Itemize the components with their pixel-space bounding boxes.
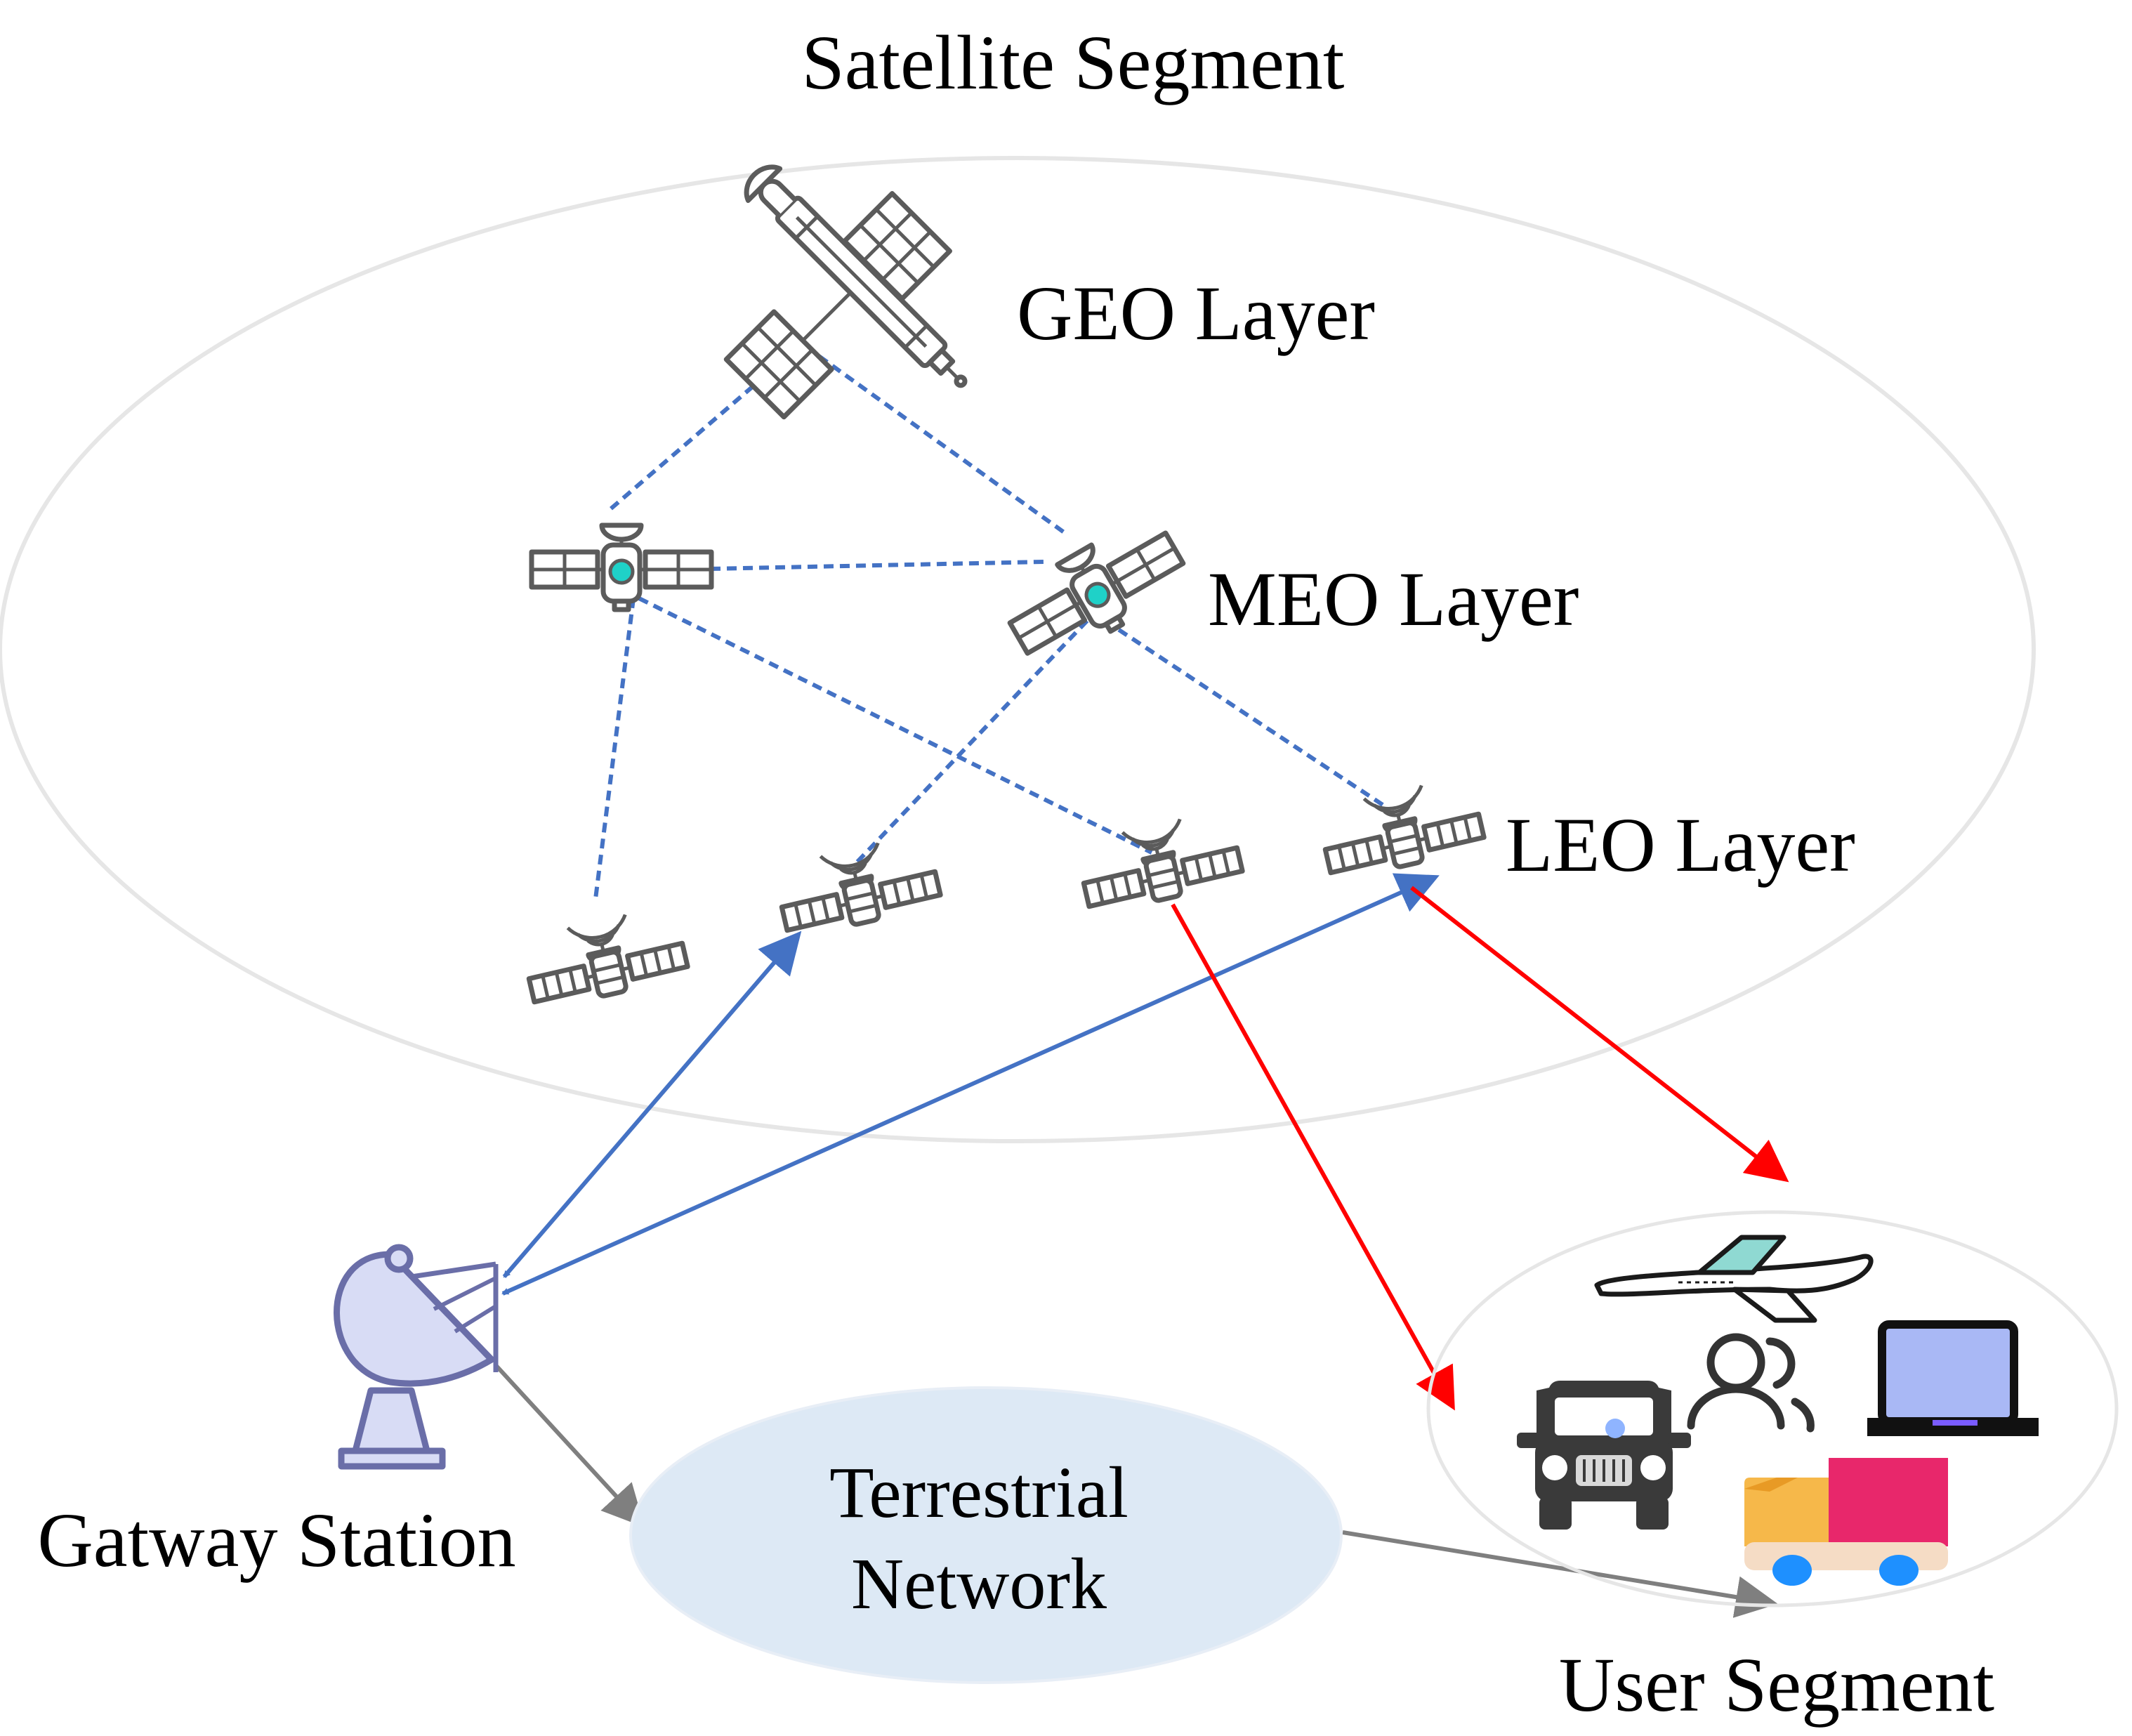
feeder-links	[501, 873, 1440, 1296]
inter-satellite-links	[593, 342, 1386, 900]
geo-satellite-icon	[723, 164, 968, 420]
gateway-station-label: Gatway Station	[37, 1497, 515, 1583]
geo-layer-label: GEO Layer	[1017, 270, 1375, 356]
satellite-dish-icon	[334, 1244, 499, 1470]
terrestrial-network-label-line1: Terrestrial	[829, 1452, 1128, 1533]
leo-layer-label: LEO Layer	[1506, 802, 1855, 888]
car-icon	[1517, 1381, 1691, 1530]
satellite-segment-title: Satellite Segment	[802, 20, 1345, 105]
meo-satellite-icon	[532, 525, 711, 610]
leo-satellite-icon	[772, 832, 942, 940]
airplane-icon	[1594, 1235, 1874, 1323]
terrestrial-network-node	[629, 1386, 1343, 1684]
user-segment-label: User Segment	[1559, 1642, 1994, 1728]
terrestrial-network-label-line2: Network	[851, 1544, 1107, 1624]
leo-satellite-icon	[1316, 775, 1486, 883]
ground-links	[494, 1363, 1778, 1618]
leo-satellite-icon	[1074, 808, 1244, 916]
truck-icon	[1744, 1458, 1948, 1586]
users-icon	[1687, 1333, 1815, 1433]
meo-satellite-icon	[996, 510, 1195, 673]
laptop-icon	[1867, 1320, 2039, 1436]
user-segment-boundary	[1426, 1210, 2119, 1607]
meo-layer-label: MEO Layer	[1208, 556, 1579, 642]
leo-satellite-icon	[520, 904, 690, 1012]
user-links	[1171, 886, 1789, 1411]
